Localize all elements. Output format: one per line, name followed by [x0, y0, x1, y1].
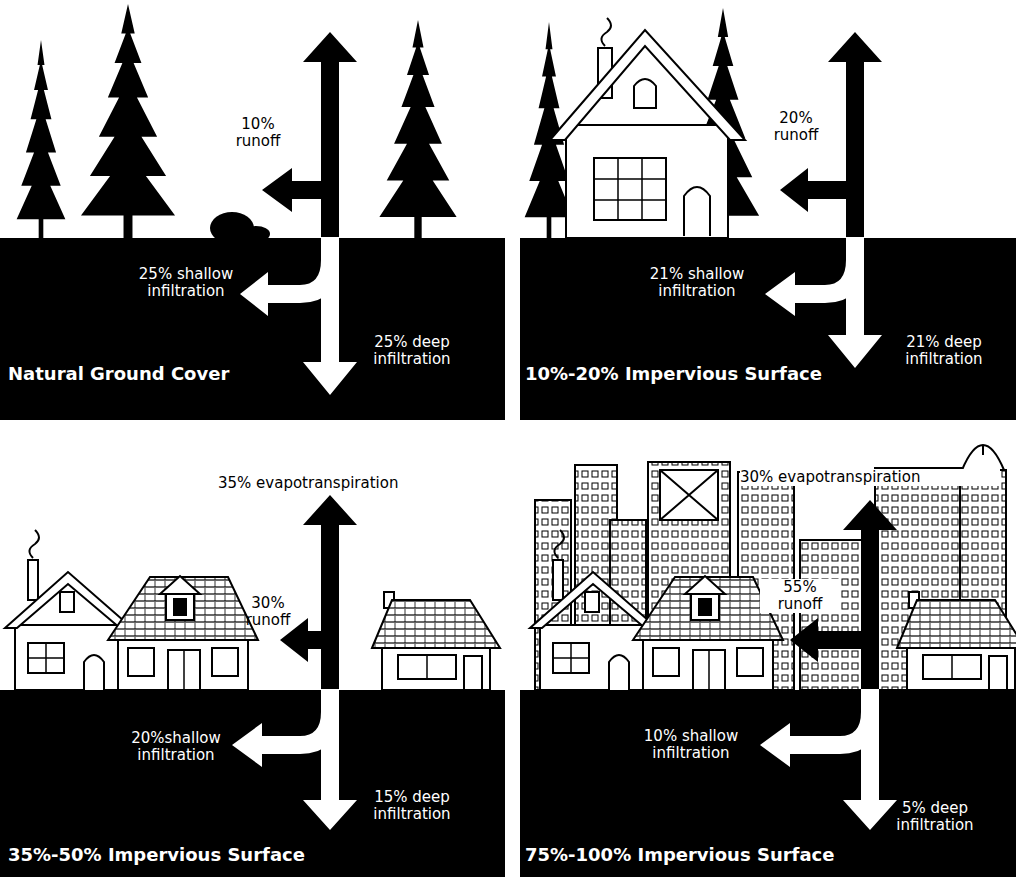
- pine-tree: [81, 4, 175, 240]
- smoke: [601, 18, 611, 46]
- house-door: [684, 187, 710, 236]
- ground: [0, 238, 505, 420]
- panel-caption: Natural Ground Cover: [8, 364, 229, 384]
- flow-label: 10% shallow infiltration: [630, 728, 752, 762]
- evapotranspiration-arrow: [828, 32, 882, 238]
- house-body: [566, 125, 728, 238]
- shallow-infiltration-arrow: [765, 260, 864, 316]
- panel-caption: 35%-50% Impervious Surface: [8, 845, 305, 865]
- panel-illustration: [520, 8, 1016, 420]
- flow-label: 30% runoff: [232, 595, 304, 629]
- pine-tree: [379, 20, 456, 240]
- panel-caption: 75%-100% Impervious Surface: [525, 845, 834, 865]
- flow-label: 20%shallow infiltration: [120, 730, 232, 764]
- ground: [520, 690, 1016, 877]
- house-row: [530, 530, 1016, 690]
- runoff-arrow: [780, 168, 846, 212]
- shallow-infiltration-arrow: [232, 712, 339, 767]
- panel-illustration: [0, 4, 505, 420]
- evapotranspiration-arrow: [303, 32, 357, 238]
- scenario-panel: 30% evapotranspiration 55% runoff 10% shal…: [520, 445, 1016, 877]
- flow-label: 5% deep infiltration: [875, 800, 995, 834]
- flow-label: 15% deep infiltration: [352, 789, 472, 823]
- deep-infiltration-arrow: [843, 689, 897, 830]
- flow-label: 21% shallow infiltration: [638, 266, 756, 300]
- panel-illustration: [0, 495, 505, 877]
- pine-tree: [17, 40, 66, 240]
- evapotranspiration-arrow: [303, 495, 357, 690]
- flow-label: 25% deep infiltration: [352, 334, 472, 368]
- flow-label: 55% runoff: [760, 579, 840, 613]
- shallow-infiltration-arrow: [760, 712, 879, 767]
- scenario-panel: 20% runoff 21% shallow infiltration 21% de…: [520, 0, 1016, 420]
- window-frame: [594, 158, 666, 220]
- house-row: [5, 530, 500, 690]
- runoff-arrow: [262, 168, 321, 212]
- shallow-infiltration-arrow: [240, 260, 339, 316]
- ground: [0, 690, 505, 877]
- deep-infiltration-arrow: [303, 689, 357, 830]
- panel-caption: 10%-20% Impervious Surface: [525, 364, 822, 384]
- runoff-arrow: [790, 618, 861, 662]
- panel-illustration: [520, 445, 1016, 877]
- flow-label: 30% evapotranspiration: [740, 469, 1000, 486]
- flow-label: 21% deep infiltration: [885, 334, 1003, 368]
- ground: [520, 238, 1016, 420]
- scenario-panel: 35% evapotranspiration 30% runoff 20%shall…: [0, 445, 505, 877]
- house-roof: [550, 30, 745, 140]
- evapotranspiration-arrow: [843, 500, 897, 690]
- flow-label: 35% evapotranspiration: [218, 475, 498, 492]
- scenario-panel: 10% runoff 25% shallow infiltration 25% de…: [0, 0, 505, 420]
- flow-label: 10% runoff: [222, 116, 294, 150]
- flow-label: 20% runoff: [760, 110, 832, 144]
- house-window: [594, 158, 666, 220]
- flow-label: 25% shallow infiltration: [130, 266, 242, 300]
- deep-infiltration-arrow: [828, 237, 882, 368]
- attic-window: [634, 79, 656, 108]
